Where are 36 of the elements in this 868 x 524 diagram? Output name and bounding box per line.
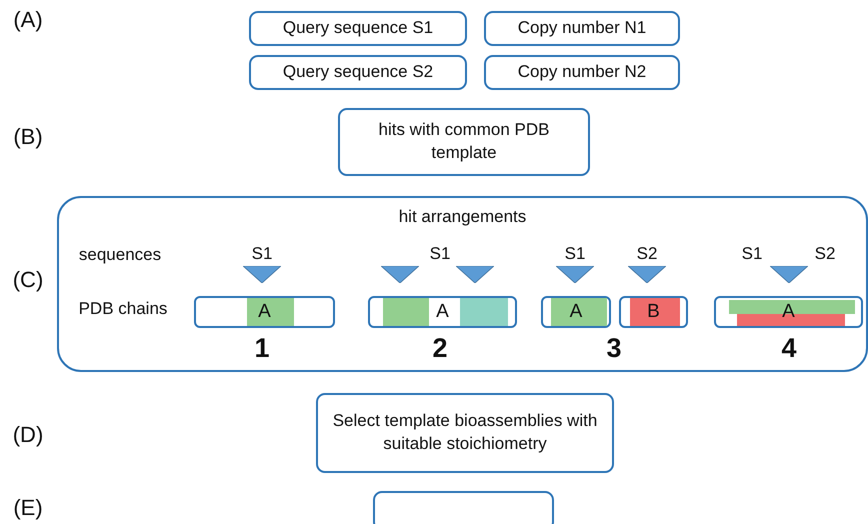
arrangement-number: 2 [432,333,448,364]
chain-label: B [647,300,660,324]
panel-letter: (E) [13,496,43,520]
row-label: PDB chains [78,299,168,319]
process-box: Query sequence S2 [249,55,467,90]
row-label: S1 [430,244,450,264]
group-panel [57,196,868,372]
chain-box [541,296,611,328]
chain-box [368,296,517,328]
panel-letter: (B) [13,125,43,150]
panel-letter: (C) [12,268,44,292]
chain-box [714,296,863,328]
panel-letter: (D) [12,423,44,448]
process-box: Copy number N1 [484,11,680,46]
process-box: Copy number N2 [484,55,680,90]
row-label: S1 [252,244,272,264]
empty-box [373,491,554,524]
chain-label: A [258,300,271,324]
process-box: hits with common PDB template [338,108,590,176]
process-box: Query sequence S1 [249,11,467,46]
row-label: S2 [814,244,836,264]
arrangement-number: 1 [254,333,270,364]
arrangement-number: 3 [606,333,622,364]
chain-label: A [570,300,582,324]
chain-label: A [436,300,449,324]
panel-title: hit arrangements [398,206,526,228]
row-label: S1 [742,244,762,264]
panel-letter: (A) [13,8,43,32]
chain-box [194,296,335,328]
chain-label: A [782,300,795,324]
chain-box [619,296,688,328]
arrangement-number: 4 [781,333,797,364]
row-label: sequences [78,245,162,265]
row-label: S1 [564,244,586,264]
process-box: Select template bioassemblies with suitable stoichiometry [316,393,614,473]
row-label: S2 [636,244,658,264]
